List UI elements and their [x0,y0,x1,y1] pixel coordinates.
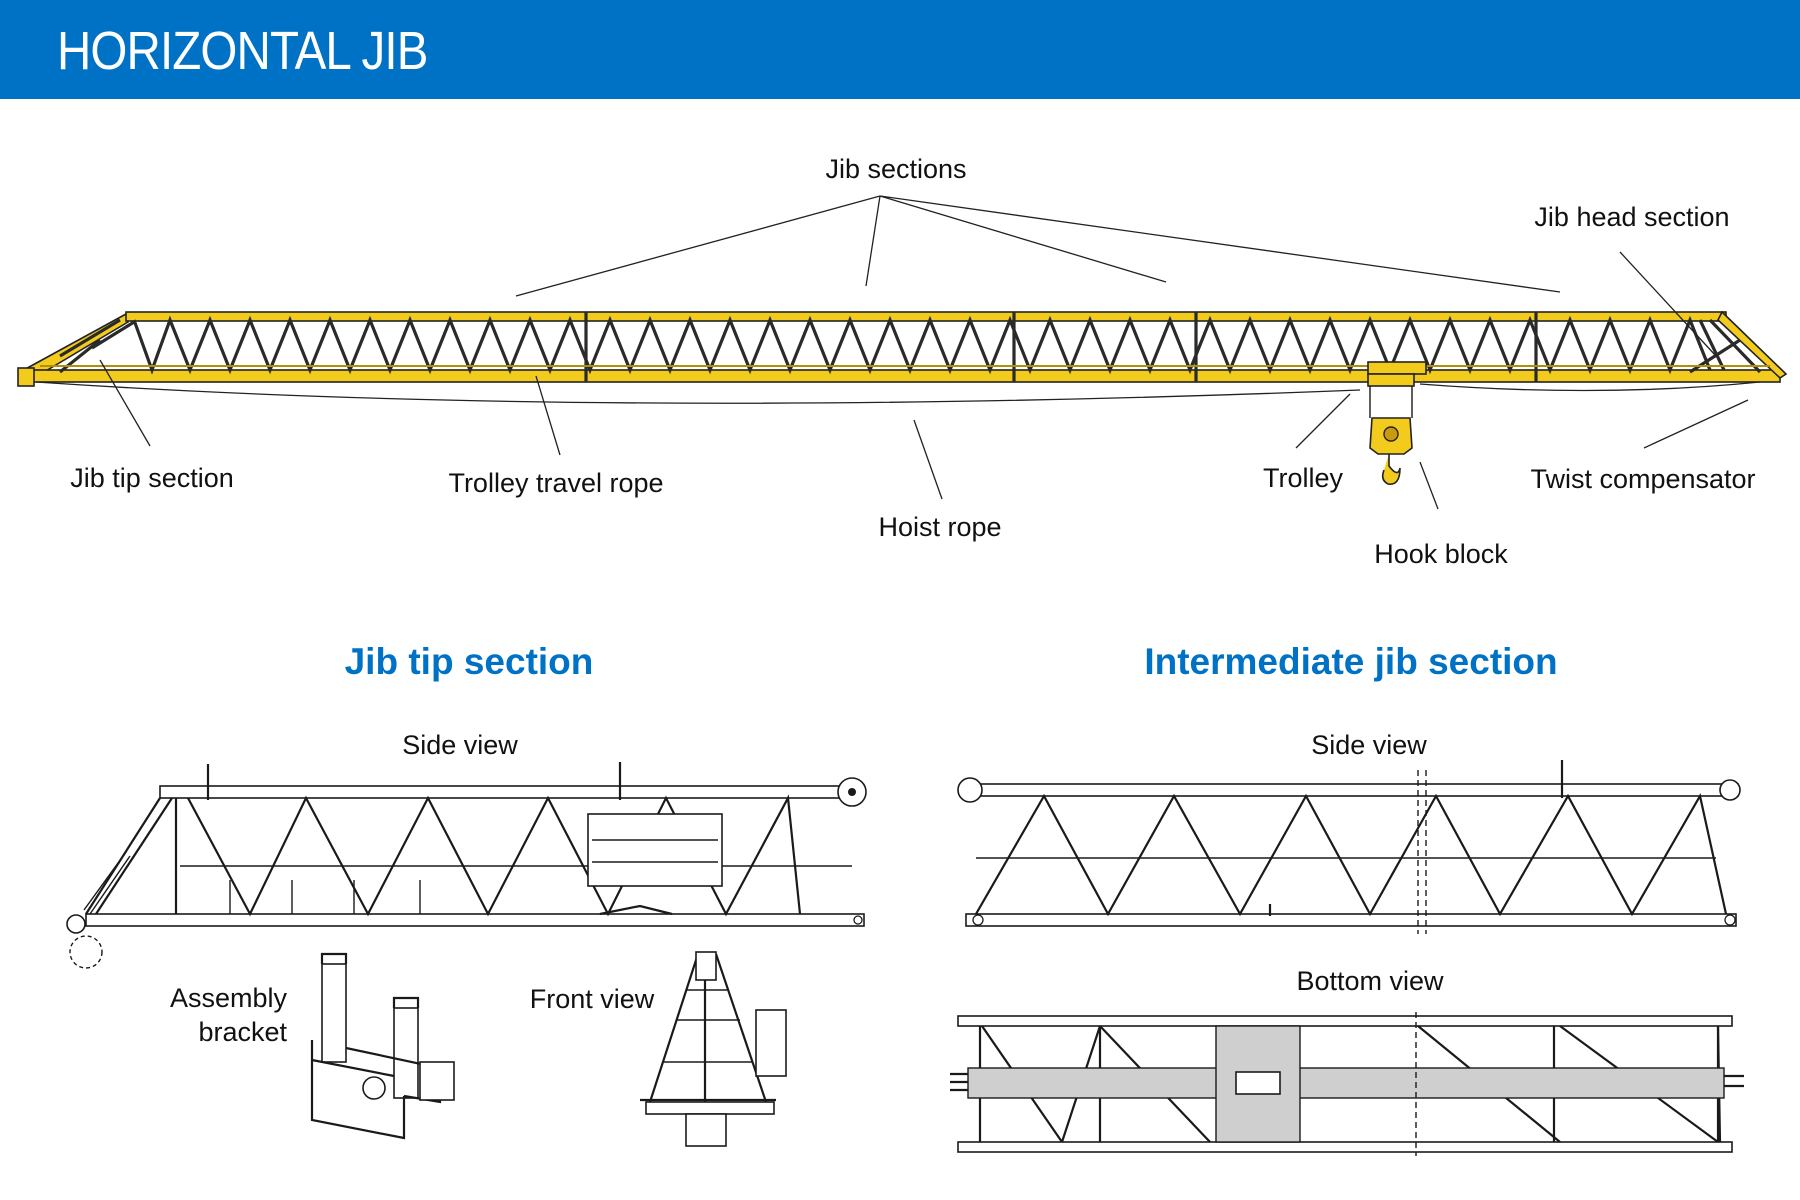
diagram-canvas: Jib sections Jib head section Jib tip se… [17,154,1788,1156]
jib-tip-side-view-label: Side view [402,730,518,760]
winch-icon [362,1076,386,1100]
page-title: HORIZONTAL JIB [57,21,428,81]
jib-tip-panel-title: Jib tip section [345,641,594,682]
truss-webbing [975,792,1728,917]
bolt-icon [1724,914,1736,926]
assembly-bracket-label-line1: Assembly [170,983,288,1013]
left-post [321,963,347,1063]
trolley-travel-rope-label: Trolley travel rope [448,468,663,498]
jib-tip-side-view-drawing [66,762,867,969]
jib-truss [17,310,1788,387]
bottom-chord [85,913,865,927]
base-frame [645,1101,775,1115]
trolley-assembly [1367,361,1427,485]
bottom-chord [25,369,1781,383]
splice-marker [1417,770,1427,934]
box-section [419,1061,455,1101]
pin-left [957,777,983,803]
page-header: HORIZONTAL JIB [0,0,1800,99]
intermediate-bottom-view-label: Bottom view [1296,966,1444,996]
end-pins [950,1072,1744,1092]
trolley-hoist-rope [1369,386,1413,418]
nose-lines [85,797,178,915]
walkway-rail [755,1009,787,1077]
verticals [229,880,421,914]
right-post [393,1007,419,1099]
jib-tip-panel: Jib tip section Side view Assembly brack… [66,641,867,1147]
tip-rods [83,851,131,915]
pulley-left [66,914,86,934]
detail-circle [69,935,103,969]
top-chord-section [695,951,717,981]
walkway-mesh [967,1067,1725,1099]
main-jib-diagram: Jib sections Jib head section Jib tip se… [17,154,1788,569]
walkway-frame [587,813,723,887]
bolt-icon [853,915,863,925]
jib-tip-pin [17,367,35,387]
hoist-rope-label: Hoist rope [878,512,1001,542]
bottom-rail [957,1141,1733,1153]
center-plate [1235,1071,1281,1095]
walkway-bars [592,839,718,863]
intermediate-side-view-drawing [957,760,1741,934]
trolley [1367,361,1427,375]
hook-icon [1381,454,1401,485]
assembly-bracket-drawing [310,952,455,1140]
top-chord [125,311,1727,322]
top-chord [967,783,1739,797]
post-tops [320,952,420,1008]
truss-webbing [187,794,802,917]
intermediate-bottom-view-drawing [950,1012,1744,1156]
front-view-label: Front view [530,984,655,1014]
trolley-label: Trolley [1263,463,1344,493]
cross-braces [664,989,752,1063]
assembly-bracket-label-line2: bracket [198,1017,287,1047]
clips [1268,760,1564,916]
section-joints [584,312,1538,382]
intermediate-panel-title: Intermediate jib section [1144,641,1557,682]
top-chord [159,785,853,799]
hoist-rope-line [35,381,1761,404]
twist-compensator-label: Twist compensator [1530,464,1755,494]
front-view-drawing [640,951,787,1147]
jib-tip-section-label: Jib tip section [70,463,234,493]
bottom-chord [965,913,1737,927]
top-rail [957,1015,1733,1027]
main-leader-lines [99,195,1749,510]
intermediate-panel: Intermediate jib section Side view Botto… [950,641,1744,1156]
pulley-right-hub [848,788,856,796]
bolt-icon [972,914,984,926]
trolley-frame [1367,373,1415,387]
hook-sheave [1383,426,1399,442]
foot [685,1113,727,1147]
intermediate-side-view-label: Side view [1311,730,1427,760]
pin-right [1719,779,1741,801]
jib-sections-label: Jib sections [825,154,966,184]
jib-head-section-label: Jib head section [1534,202,1729,232]
hook-block-label: Hook block [1374,539,1508,569]
jib-head-nose [1717,310,1788,380]
clips [206,762,673,916]
truss-webbing [132,315,1712,375]
